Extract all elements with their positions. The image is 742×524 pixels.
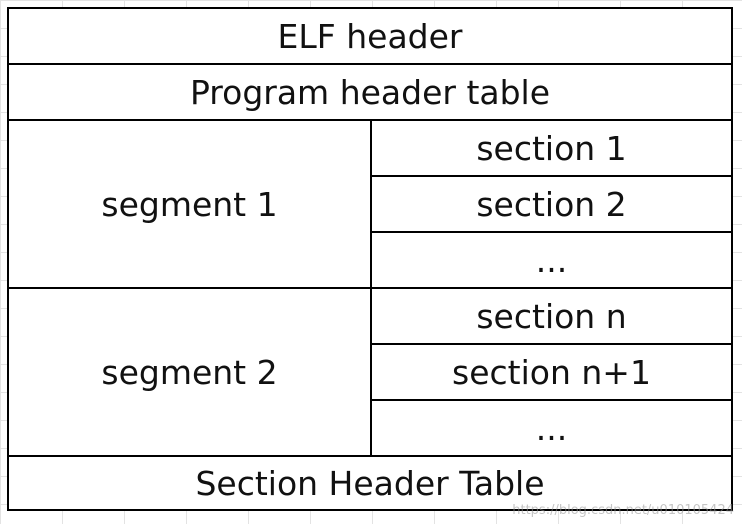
section-cell: section 1 <box>372 121 731 177</box>
segment-2-label: segment 2 <box>9 289 372 455</box>
section-header-table-label: Section Header Table <box>195 463 545 503</box>
elf-header-block: ELF header <box>9 9 731 65</box>
program-header-table-block: Program header table <box>9 65 731 121</box>
elf-header-label: ELF header <box>277 16 463 56</box>
section-header-table-block: Section Header Table <box>9 457 731 509</box>
section-cell: section n+1 <box>372 345 731 401</box>
section-label: ... <box>535 240 568 280</box>
section-cell: section 2 <box>372 177 731 233</box>
section-cell: section n <box>372 289 731 345</box>
segment-label-text: segment 2 <box>101 352 278 392</box>
section-label: section n <box>476 296 627 336</box>
section-label: ... <box>535 408 568 448</box>
segment-1-block: segment 1 section 1 section 2 ... <box>9 121 731 289</box>
section-cell-ellipsis: ... <box>372 233 731 287</box>
section-cell-ellipsis: ... <box>372 401 731 455</box>
section-label: section n+1 <box>452 352 651 392</box>
section-label: section 2 <box>476 184 627 224</box>
segment-1-label: segment 1 <box>9 121 372 287</box>
segment-label-text: segment 1 <box>101 184 278 224</box>
program-header-table-label: Program header table <box>189 72 551 112</box>
watermark-text: https://blog.csdn.net/u010105424 <box>512 503 734 518</box>
section-label: section 1 <box>476 128 627 168</box>
segment-1-sections: section 1 section 2 ... <box>372 121 731 287</box>
segment-2-block: segment 2 section n section n+1 ... <box>9 289 731 457</box>
elf-layout-diagram: ELF header Program header table segment … <box>7 7 733 511</box>
segment-2-sections: section n section n+1 ... <box>372 289 731 455</box>
